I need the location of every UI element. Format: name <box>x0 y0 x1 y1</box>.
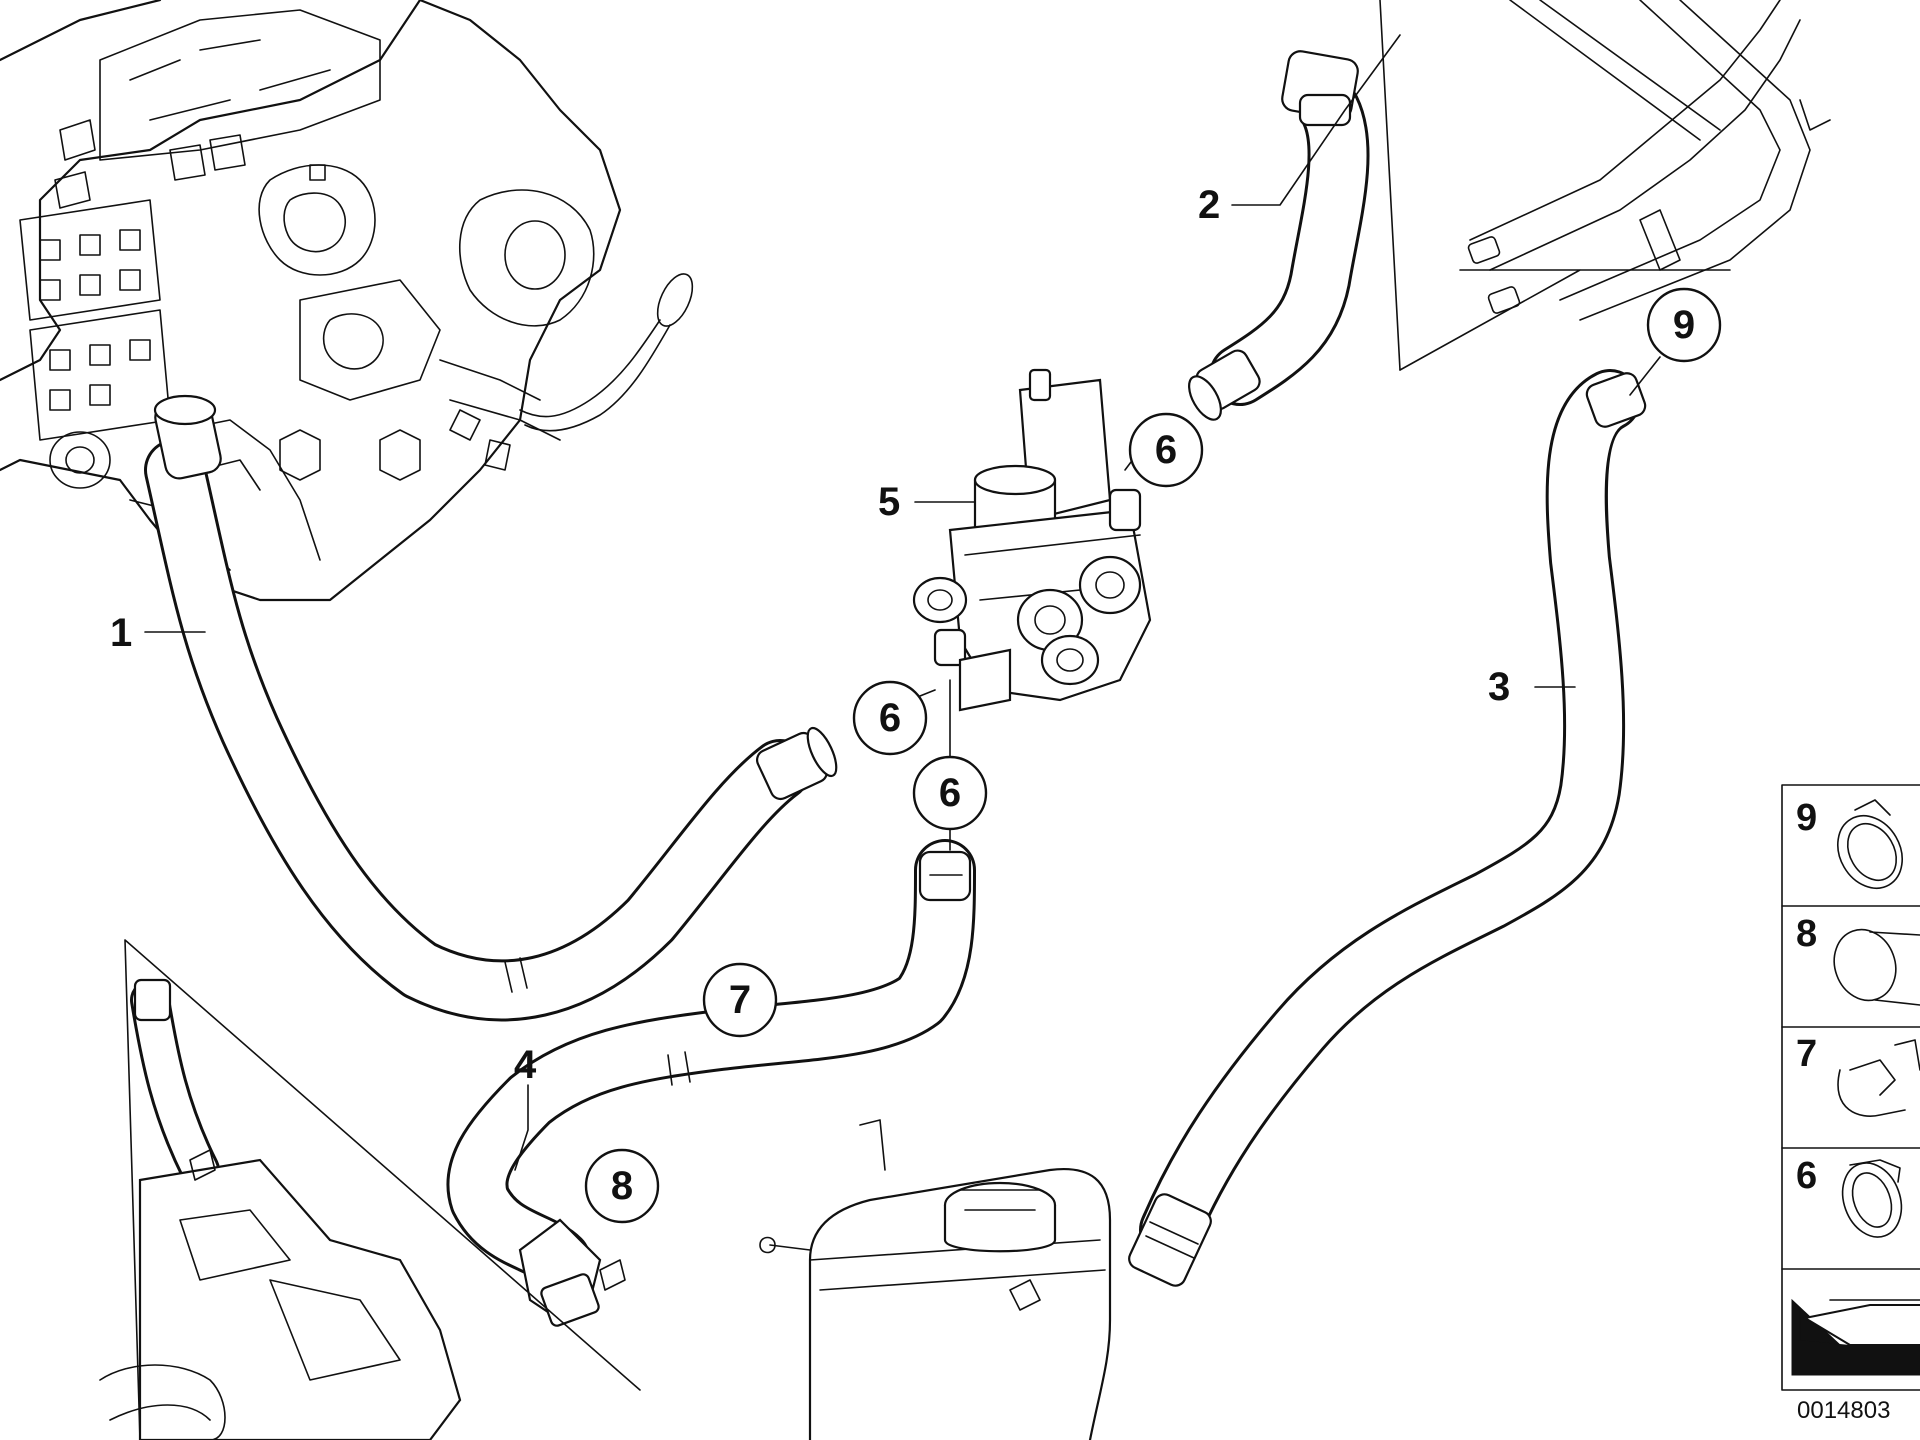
svg-text:7: 7 <box>729 978 751 1022</box>
label-3: 3 <box>1488 665 1510 709</box>
svg-text:6: 6 <box>939 771 961 815</box>
callout-9: 9 <box>1646 287 1722 363</box>
legend-item-9: 9 <box>1796 797 1903 889</box>
water-valve <box>912 368 1152 712</box>
callouts: 6 6 6 7 8 9 <box>584 287 1722 1224</box>
legend-item-7: 7 <box>1796 1033 1920 1117</box>
hose-2 <box>1188 50 1370 421</box>
callout-6-upper: 6 <box>1128 412 1204 488</box>
hose-4 <box>446 839 976 1327</box>
legend-item-8: 8 <box>1796 913 1920 1006</box>
label-4: 4 <box>514 1043 537 1087</box>
svg-text:7: 7 <box>1796 1033 1817 1075</box>
air-assembly <box>99 939 641 1440</box>
hose-3 <box>1128 369 1647 1287</box>
label-5: 5 <box>878 480 900 524</box>
legend-panel: 9 8 7 6 <box>1781 784 1920 1391</box>
svg-text:8: 8 <box>1796 913 1817 955</box>
legend-item-6: 6 <box>1796 1155 1903 1238</box>
heater-pipes <box>1379 0 1831 371</box>
direction-arrow-icon <box>1791 1298 1920 1376</box>
part-labels: 1 2 3 4 5 <box>110 34 1576 1171</box>
svg-text:8: 8 <box>611 1164 633 1208</box>
svg-text:6: 6 <box>1155 428 1177 472</box>
engine-block <box>0 0 694 602</box>
svg-text:9: 9 <box>1673 303 1695 347</box>
svg-text:9: 9 <box>1796 797 1817 839</box>
expansion-tank <box>759 1119 1112 1440</box>
svg-text:6: 6 <box>879 696 901 740</box>
hose-1 <box>144 394 838 1022</box>
callout-8: 8 <box>584 1148 660 1224</box>
callout-6-left: 6 <box>852 680 928 756</box>
svg-text:6: 6 <box>1796 1155 1817 1197</box>
label-1: 1 <box>110 611 132 655</box>
reference-number: 0014803 <box>1797 1397 1890 1424</box>
label-2: 2 <box>1198 183 1220 227</box>
callout-6-lower: 6 <box>912 755 988 831</box>
callout-7: 7 <box>702 962 778 1038</box>
